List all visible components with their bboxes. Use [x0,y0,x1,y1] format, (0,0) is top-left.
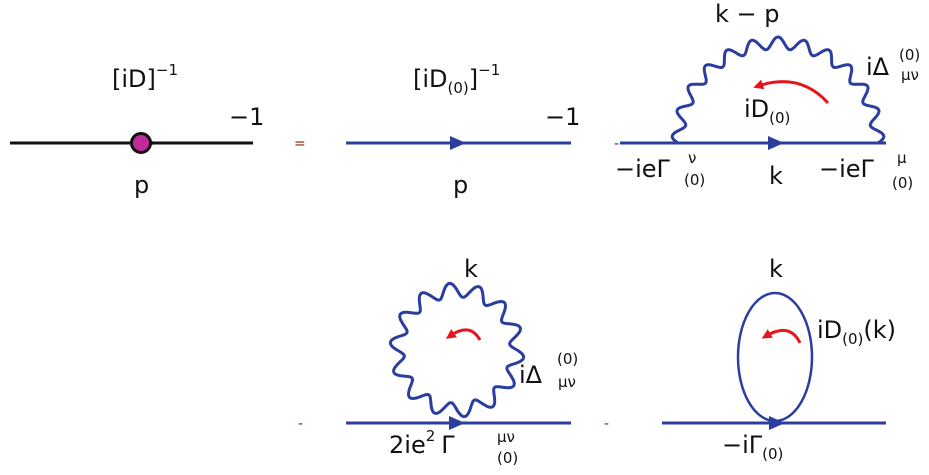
tadpole-diagram: k iD(0)(k) −iΓ(0) [662,255,896,463]
left-vertex-sub: (0) [684,171,705,189]
seagull-photon-sub: μν [558,373,576,391]
tadpole-momentum-label: k [769,255,783,283]
bare-propagator-arrowhead [450,136,466,150]
seagull-red-arrow [445,328,482,341]
right-vertex-sup: μ [897,149,907,167]
tadpole-vertex-arrowhead [769,416,785,430]
full-propagator-term: [iD]−1 −1 p [10,61,264,199]
minus-sign-1: - [614,136,619,152]
full-propagator-vertex-dot [130,132,152,154]
loop-momentum-red-arrow [753,79,830,105]
left-vertex-sup: ν [688,149,696,167]
photon-propagator-sub: μν [901,66,919,84]
right-vertex-label: −ieΓ [819,155,875,183]
full-propagator-momentum: p [134,171,149,199]
loop-momentum-k: k [769,162,783,190]
left-vertex-label: −ieΓ [615,155,671,183]
seagull-momentum-label: k [464,255,478,283]
bare-propagator-momentum: p [453,171,468,199]
seagull-vertex-arrowhead [449,416,465,430]
bare-propagator-term: [iD(0)]−1 −1 p [346,61,580,199]
bare-propagator-label: [iD(0)]−1 [413,61,500,97]
minus-sign-3: - [604,416,609,432]
photon-propagator-sup: (0) [899,46,920,64]
photon-momentum-label: k − p [715,0,780,28]
bare-propagator-power: −1 [545,103,580,131]
tadpole-red-arrow [761,328,802,344]
tadpole-vertex-label: −iΓ(0) [722,431,783,463]
photon-wavy-loop [388,281,526,419]
seagull-photon-sup: (0) [557,350,578,368]
seagull-photon-label: iΔ [519,361,543,389]
photon-wavy-arc [670,35,886,145]
photon-propagator-label: iΔ [866,53,890,81]
equals-sign: = [294,136,306,152]
fermion-loop [736,291,814,423]
internal-fermion-label: iD(0) [744,95,790,127]
tadpole-propagator-label: iD(0)(k) [817,316,896,348]
self-energy-diagram: k − p iΔ (0) μν iD(0) −ieΓ ν (0) k −ieΓ … [615,0,920,192]
right-vertex-sub: (0) [892,174,913,192]
seagull-vertex-sub: (0) [497,449,518,467]
seagull-vertex-sup: μν [497,428,515,446]
full-propagator-power: −1 [229,103,264,131]
minus-sign-2: - [298,416,303,432]
full-propagator-label: [iD]−1 [112,61,178,93]
fermion-arrowhead [768,136,784,150]
